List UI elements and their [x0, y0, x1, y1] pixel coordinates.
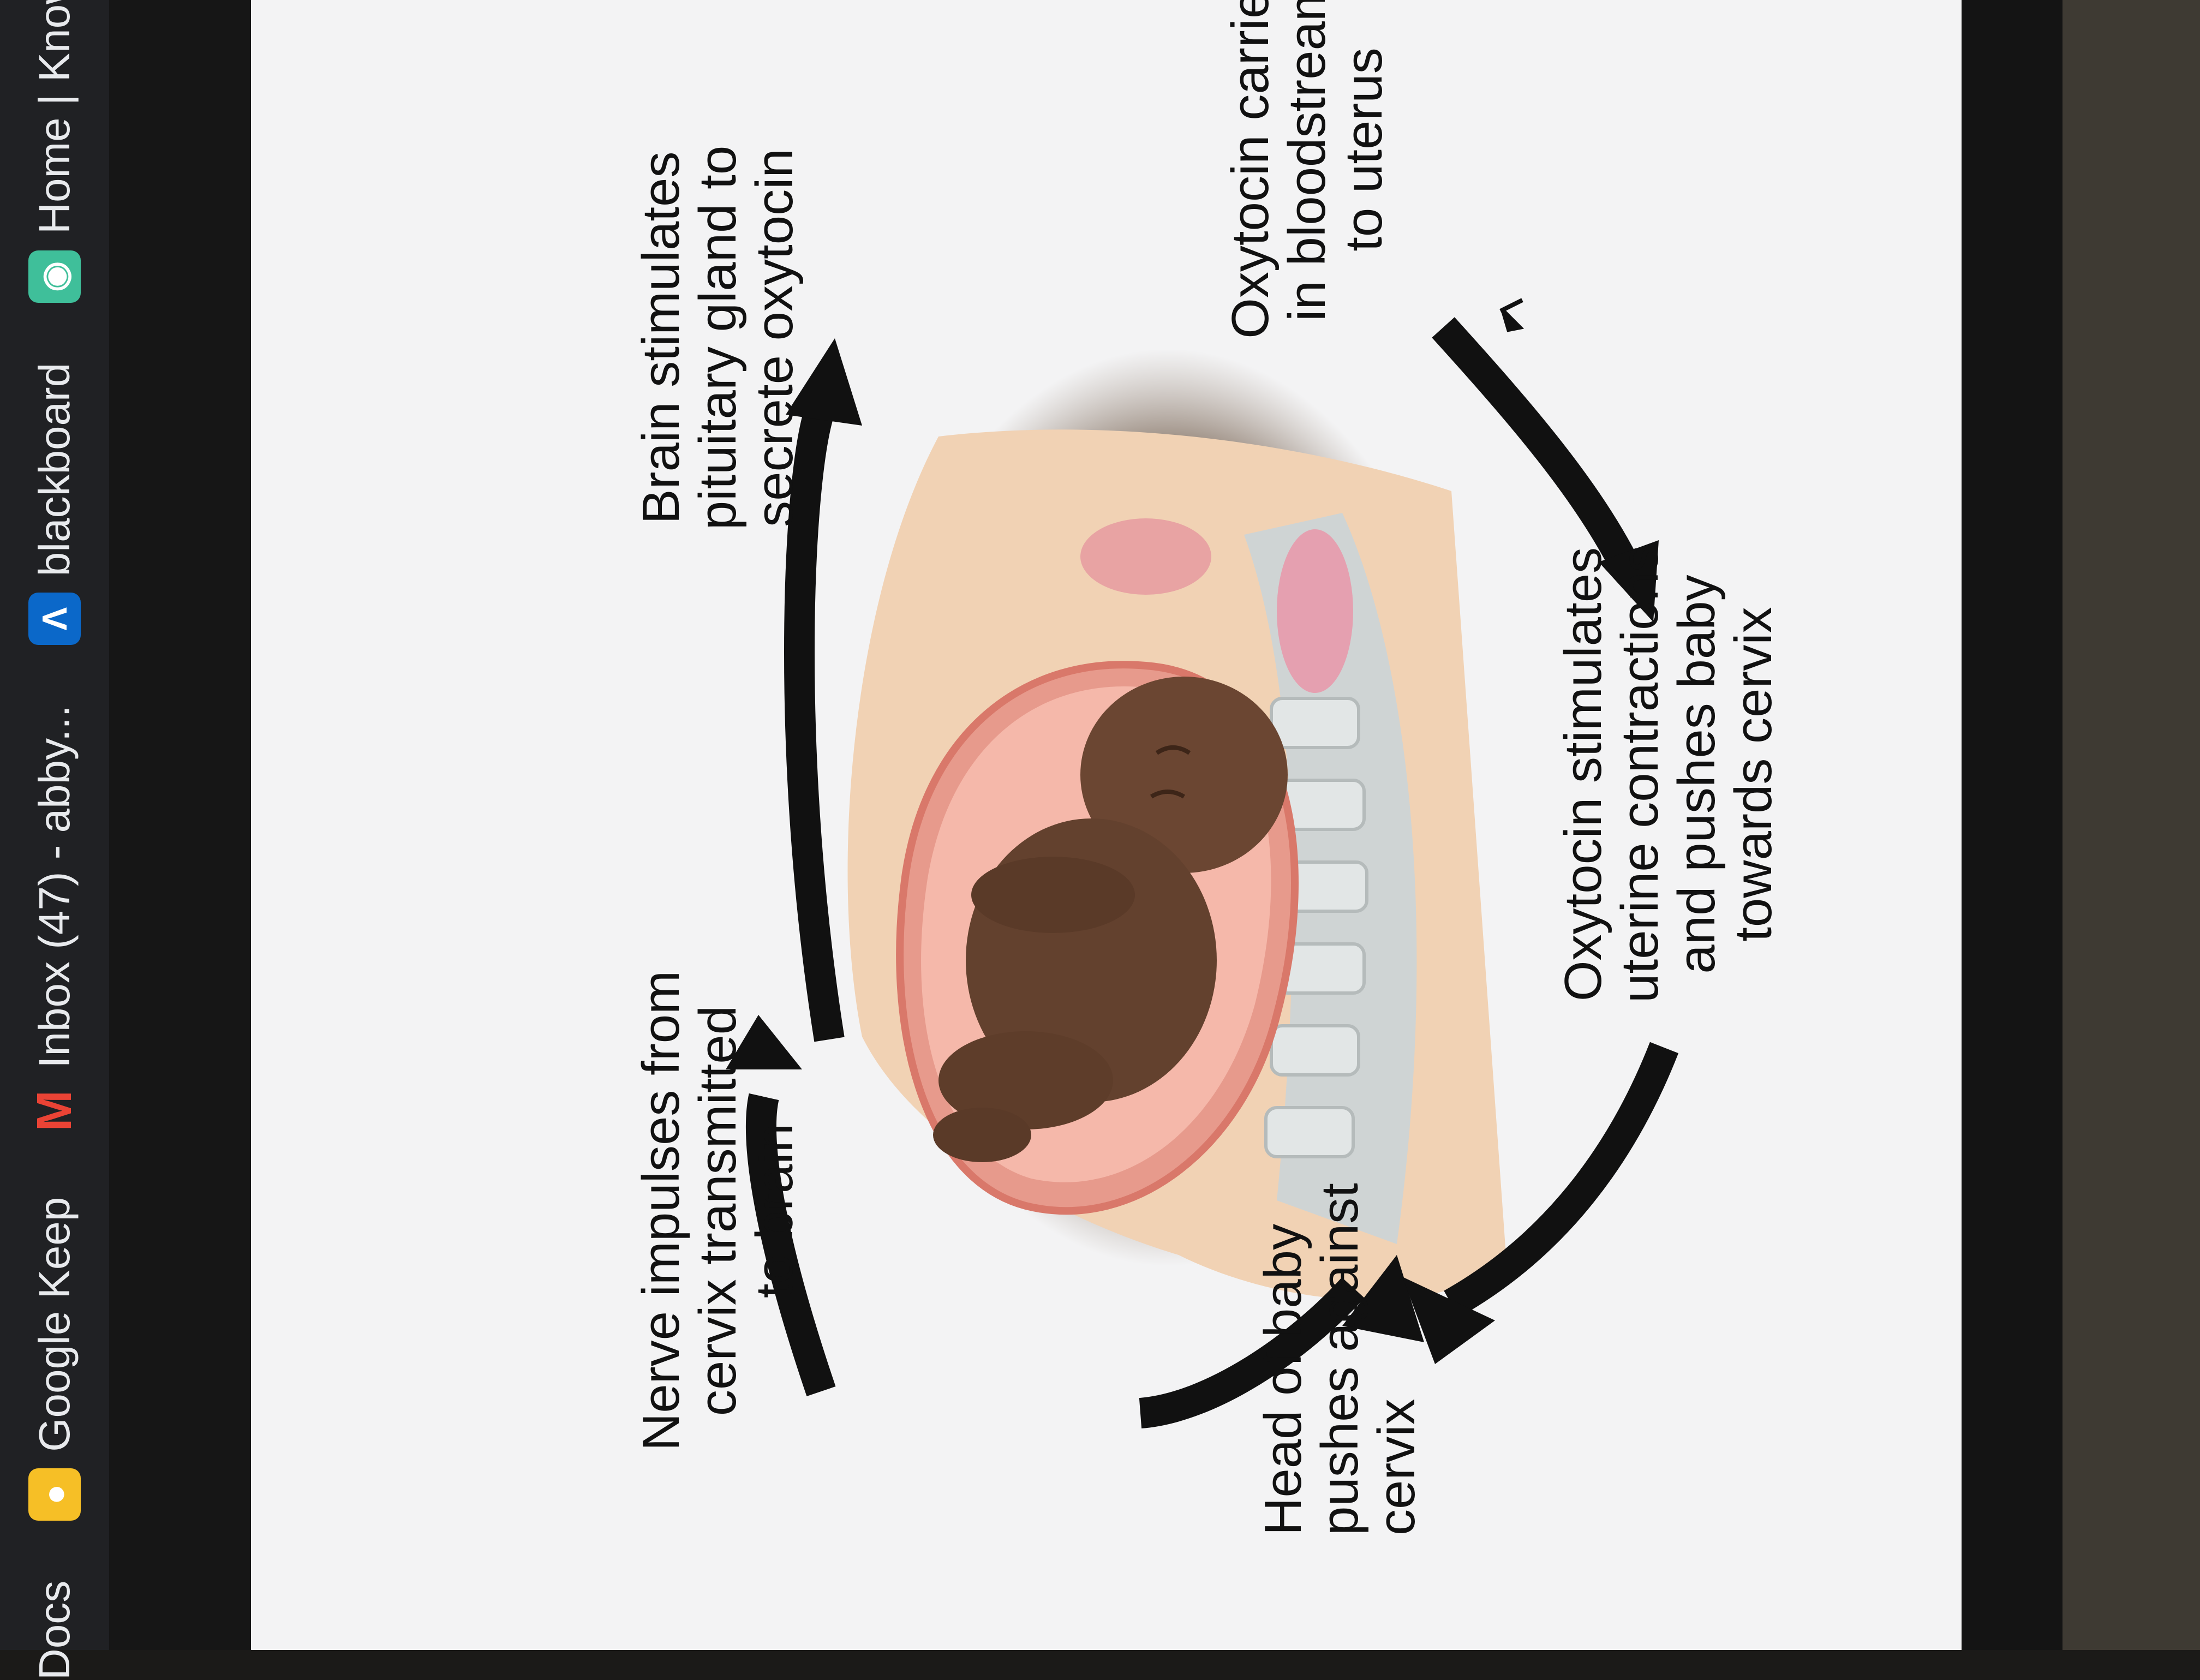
arrow-head [786, 338, 862, 426]
gmail-icon: M [27, 1090, 82, 1132]
cycle-arrow-cervix-to-nerve [1444, 1042, 1679, 1318]
diagram-labels: Brain stimulates pituitary gland to secr… [251, 0, 1962, 1650]
arrow-head [1402, 1277, 1495, 1364]
fetus-arm [971, 857, 1135, 933]
positive-feedback-diagram [726, 298, 1679, 1428]
pregnancy-illustration [847, 429, 1506, 1300]
fetus-illustration [933, 677, 1288, 1162]
label-oxytocin-bloodstream: Oxytocin carried in bloodstream to uteru… [1221, 0, 1393, 339]
bookmark-label: blackboard [30, 362, 79, 577]
bookmark-label: Google Keep [30, 1197, 79, 1452]
fetus-leg [938, 1031, 1113, 1129]
cycle-arrow-brain-to-bloodstream [784, 410, 845, 1042]
bladder-icon [1080, 518, 1211, 595]
arrow-head [1342, 1255, 1424, 1342]
bookmark-gmail-inbox[interactable]: M Inbox (47) - abby... [27, 705, 82, 1137]
slide-content: Brain stimulates pituitary gland to secr… [251, 0, 1962, 1650]
fetus-foot [933, 1108, 1031, 1162]
cycle-arrow-bloodstream-to-uterus [745, 1093, 836, 1397]
vertebra [1264, 1106, 1355, 1158]
label-nerve-impulses: Nerve impulses from cervix transmitted t… [632, 970, 804, 1451]
monitor-bezel [109, 0, 251, 1650]
mouse-cursor-icon [1499, 298, 1525, 332]
label-brain-stimulates: Brain stimulates pituitary gland to secr… [632, 145, 804, 530]
arrow-head [1599, 540, 1659, 622]
bookmark-google-keep[interactable]: ● Google Keep [28, 1197, 81, 1521]
feedback-cycle-arrows [745, 317, 1679, 1428]
bookmark-label: Docs [30, 1580, 79, 1680]
bookmarks-row: Docs ● Google Keep M Inbox (47) - abby..… [0, 0, 109, 1680]
bookmark-docs[interactable]: Docs [29, 1581, 80, 1680]
monitor-bezel-edge [1962, 0, 2062, 1650]
rectum-icon [1277, 529, 1353, 693]
bookmark-knowt[interactable]: ◉ Home | Knowt [28, 0, 81, 303]
bookmark-blackboard[interactable]: Λ blackboard [28, 363, 81, 645]
desk-background [2062, 0, 2200, 1650]
bookmark-label: Home | Knowt [30, 0, 79, 234]
bookmark-label: Inbox (47) - abby... [30, 705, 79, 1068]
cycle-arrow-uterus-to-cervix [1139, 1277, 1365, 1428]
vertebra [1270, 1024, 1360, 1077]
label-head-pushes-cervix: Head of baby pushes against cervix [1254, 1183, 1426, 1535]
bookmarks-bar: Docs ● Google Keep M Inbox (47) - abby..… [0, 0, 109, 1680]
fetus-head [1080, 677, 1288, 873]
google-keep-icon: ● [28, 1468, 81, 1521]
cycle-arrow-nerve-to-brain [1432, 317, 1640, 575]
label-uterine-contractions: Oxytocin stimulates uterine contractions… [1554, 546, 1783, 1003]
knowt-icon: ◉ [28, 250, 81, 303]
arrow-head [726, 1015, 802, 1069]
blackboard-icon: Λ [28, 593, 81, 645]
